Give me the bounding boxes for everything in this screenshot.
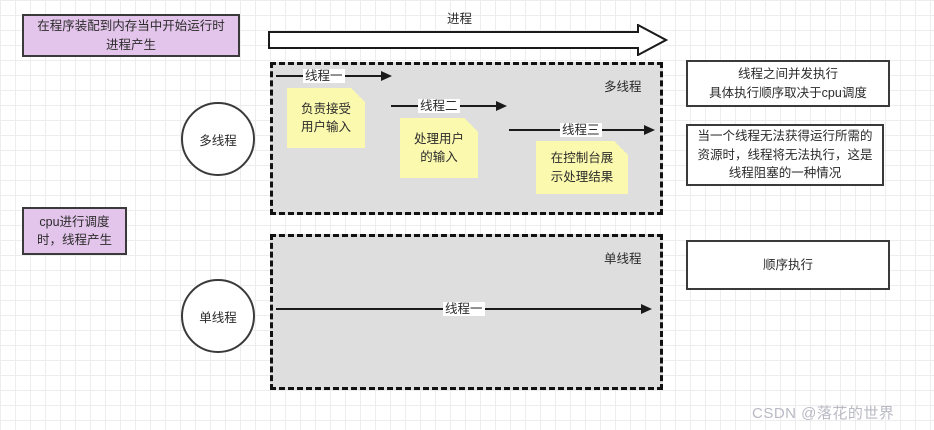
arrow-label-thread-2: 线程二 bbox=[418, 99, 460, 113]
circle-multithread: 多线程 bbox=[181, 102, 255, 176]
arrow-head-thread-2 bbox=[496, 101, 507, 111]
sticky-note-thread-2: 处理用户 的输入 bbox=[400, 118, 478, 178]
sticky-fold-corner-icon bbox=[351, 88, 365, 102]
zone-singlethread-label: 单线程 bbox=[604, 252, 642, 266]
zone-multithread-label: 多线程 bbox=[604, 80, 642, 94]
sticky-fold-corner-icon bbox=[614, 141, 628, 155]
process-arrow-label: 进程 bbox=[447, 12, 473, 26]
arrow-label-thread-3: 线程三 bbox=[560, 123, 602, 137]
arrow-head-thread-1 bbox=[381, 71, 392, 81]
annotation-process-origin: 在程序装配到内存当中开始运行时 进程产生 bbox=[22, 14, 240, 57]
sticky-note-thread-1-text: 负责接受 用户输入 bbox=[300, 101, 351, 134]
note-concurrency: 线程之间并发执行 具体执行顺序取决于cpu调度 bbox=[686, 60, 890, 107]
annotation-thread-origin: cpu进行调度 时，线程产生 bbox=[22, 207, 127, 255]
circle-singlethread: 单线程 bbox=[181, 279, 255, 353]
note-sequential: 顺序执行 bbox=[686, 240, 890, 290]
arrow-head-single-thread bbox=[641, 304, 652, 314]
process-block-arrow bbox=[268, 23, 669, 61]
note-blocking: 当一个线程无法获得运行所需的 资源时，线程将无法执行，这是 线程阻塞的一种情况 bbox=[686, 124, 884, 186]
sticky-note-thread-2-text: 处理用户 的输入 bbox=[413, 131, 464, 164]
sticky-note-thread-3-text: 在控制台展 示处理结果 bbox=[550, 151, 614, 184]
arrow-label-thread-1: 线程一 bbox=[303, 69, 345, 83]
arrow-label-single-thread: 线程一 bbox=[443, 302, 485, 316]
sticky-note-thread-3: 在控制台展 示处理结果 bbox=[536, 141, 628, 194]
sticky-note-thread-1: 负责接受 用户输入 bbox=[287, 88, 365, 148]
sticky-fold-corner-icon bbox=[464, 118, 478, 132]
watermark: CSDN @落花的世界 bbox=[752, 405, 895, 422]
arrow-head-thread-3 bbox=[644, 125, 655, 135]
